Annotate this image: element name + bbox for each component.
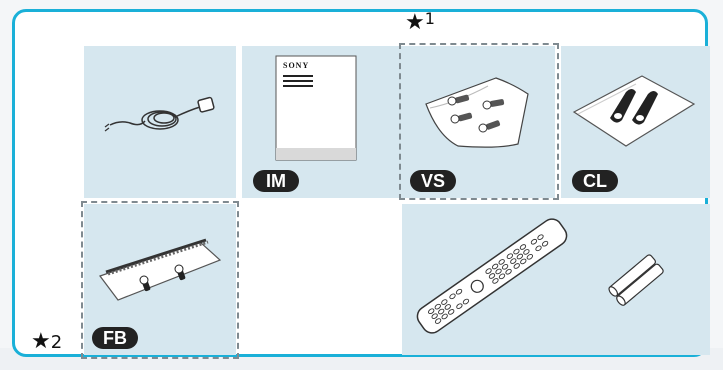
- batteries-icon: [608, 254, 664, 306]
- star-icon: ★: [405, 10, 425, 35]
- badge-cl: CL: [572, 170, 618, 192]
- screws-bag-icon: [425, 77, 529, 148]
- remote-control-icon: [416, 218, 568, 334]
- instruction-manual-icon: [275, 55, 357, 161]
- note-number: 1: [424, 9, 435, 28]
- optional-screws-box: [399, 43, 559, 200]
- badge-fb: FB: [92, 327, 138, 349]
- note-marker-1: ★1: [405, 9, 435, 35]
- badge-im: IM: [253, 170, 299, 192]
- cable-clamps-icon: [572, 75, 696, 147]
- note-number: 2: [50, 332, 63, 353]
- manual-brand: SONY: [283, 61, 310, 70]
- note-marker-2: ★2: [31, 331, 62, 353]
- badge-vs: VS: [410, 170, 456, 192]
- power-cord-icon: [104, 96, 215, 132]
- star-icon: ★: [31, 329, 51, 354]
- fixing-bracket-icon: [99, 238, 222, 301]
- optional-bracket-box: [81, 201, 239, 359]
